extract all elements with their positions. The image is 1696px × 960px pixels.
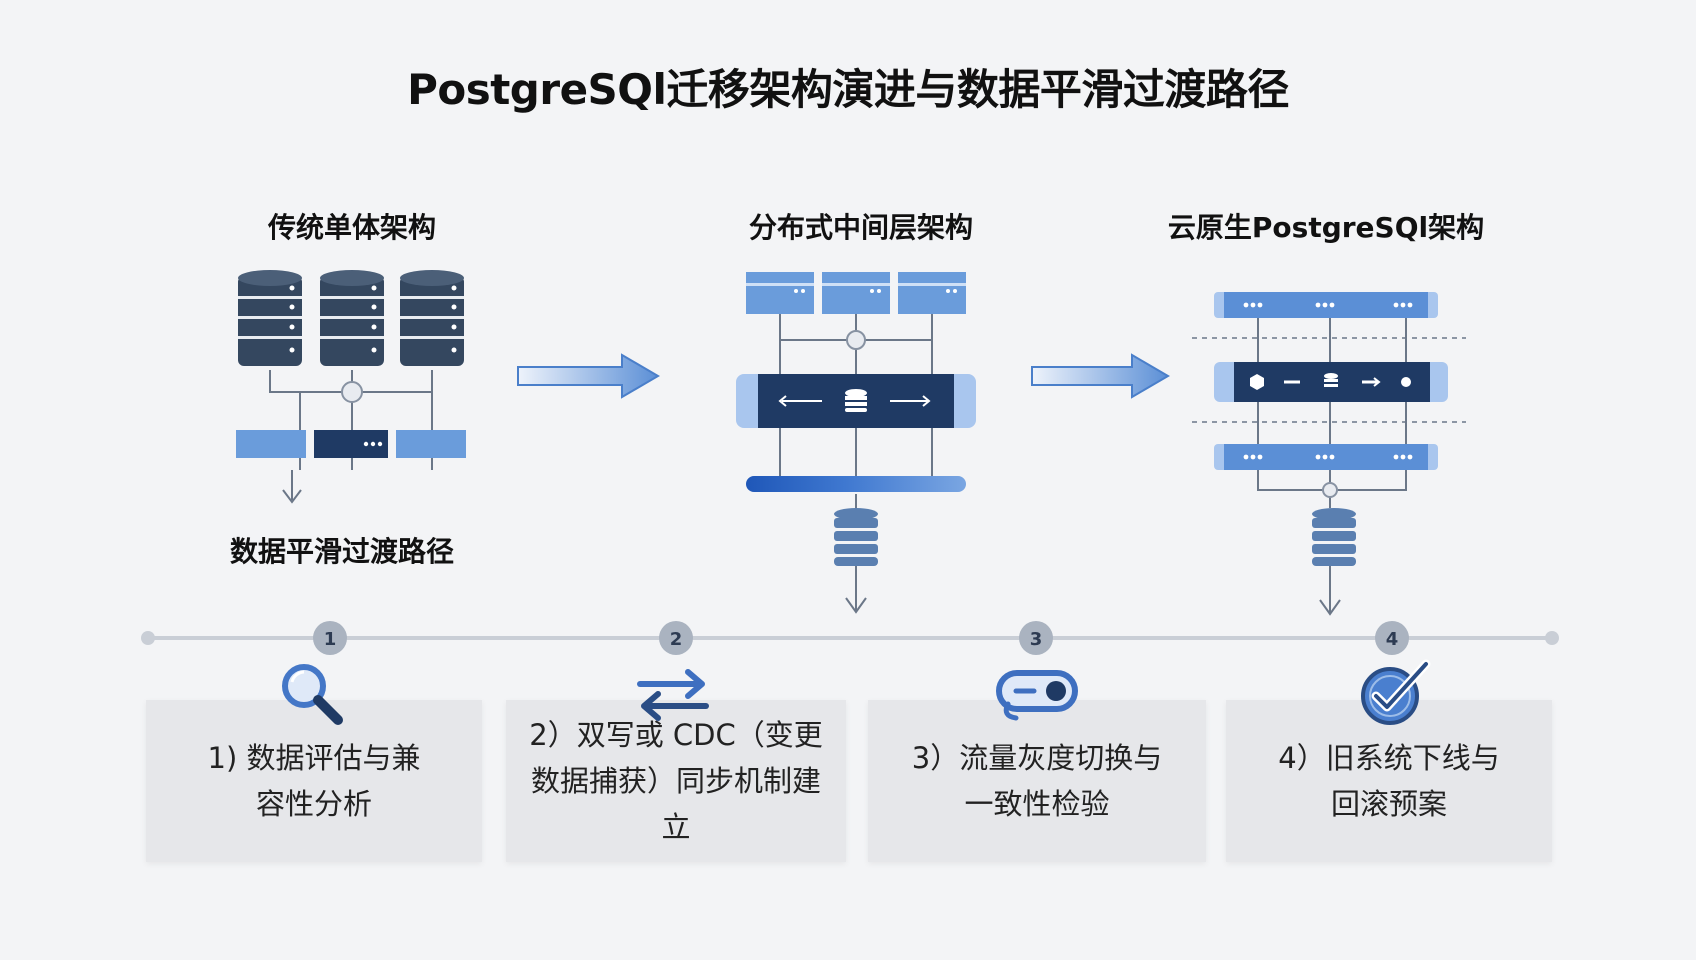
step-1-line-2: 容性分析 — [255, 787, 372, 821]
junction-node — [846, 330, 866, 350]
database-icon — [238, 270, 302, 366]
database-icon — [845, 389, 867, 412]
cloud-native-connectors — [1257, 318, 1407, 616]
check-badge-icon — [1361, 659, 1431, 725]
cloud-native-bottom-nodes — [1214, 444, 1438, 470]
swap-arrows-icon — [637, 669, 709, 721]
arch-title-cloud-native: 云原生PostgreSQl架构 — [1167, 211, 1485, 244]
middleware-shard-bar — [746, 476, 966, 492]
database-icon — [400, 270, 464, 366]
database-icon — [1312, 508, 1356, 566]
arch-title-monolith: 传统单体架构 — [267, 211, 436, 244]
svg-text:4: 4 — [1386, 629, 1399, 650]
step-2-line-2: 数据捕获）同步机制建立 — [530, 764, 821, 844]
middleware-connectors — [779, 314, 933, 614]
section-subtitle: 数据平滑过渡路径 — [229, 535, 454, 568]
magnifier-icon — [282, 664, 343, 725]
step-marker-3: 3 — [1019, 621, 1053, 655]
junction-node — [341, 381, 363, 403]
cloud-native-core-layer — [1214, 362, 1448, 402]
svg-text:2: 2 — [670, 629, 683, 650]
step-3-line-1: 3）流量灰度切换与 — [911, 741, 1163, 775]
database-icon — [320, 270, 384, 366]
step-card-2: 2）双写或 CDC（变更 数据捕获）同步机制建立 — [506, 700, 846, 862]
cloud-native-top-nodes — [1214, 292, 1438, 318]
middleware-top-servers — [746, 272, 966, 314]
junction-node — [1322, 482, 1338, 498]
svg-text:3: 3 — [1030, 629, 1043, 650]
arrow-right-icon — [1031, 353, 1170, 399]
step-marker-4: 4 — [1375, 621, 1409, 655]
toggle-switch-icon — [996, 670, 1078, 721]
middleware-proxy-layer — [736, 374, 976, 428]
step-card-4: 4）旧系统下线与 回滚预案 — [1226, 700, 1552, 862]
svg-text:1: 1 — [324, 629, 337, 650]
step-marker-1: 1 — [313, 621, 347, 655]
database-icon — [834, 508, 878, 566]
arrow-right-icon — [517, 353, 660, 399]
timeline — [141, 631, 1559, 645]
step-4-line-2: 回滚预案 — [1330, 787, 1447, 821]
step-2-line-1: 2）双写或 CDC（变更 — [529, 718, 823, 752]
monolith-server-bar — [236, 430, 466, 458]
step-4-line-1: 4）旧系统下线与 — [1278, 741, 1500, 775]
step-marker-2: 2 — [659, 621, 693, 655]
page-title: PostgreSQl迁移架构演进与数据平滑过渡路径 — [407, 65, 1289, 114]
step-card-1: 1) 数据评估与兼 容性分析 — [146, 700, 482, 862]
step-3-line-2: 一致性检验 — [964, 787, 1110, 821]
arch-title-middleware: 分布式中间层架构 — [748, 211, 973, 244]
step-1-line-1: 1) 数据评估与兼 — [207, 741, 421, 775]
monolith-db-cluster — [238, 270, 464, 366]
step-card-3: 3）流量灰度切换与 一致性检验 — [868, 700, 1206, 862]
